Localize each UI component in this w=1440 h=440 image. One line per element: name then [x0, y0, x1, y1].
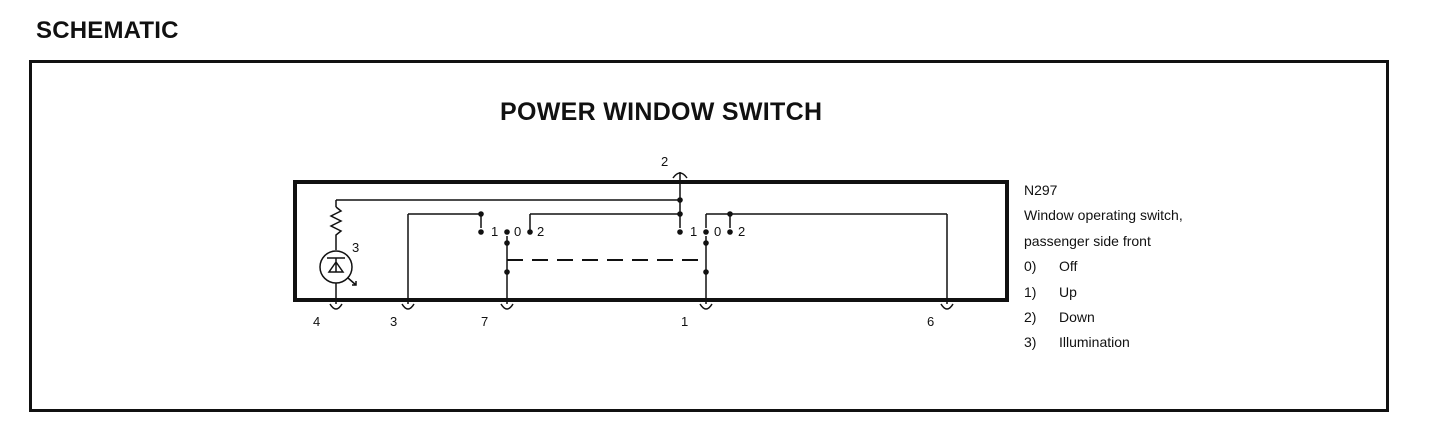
resistor-symbol: [329, 206, 343, 250]
legend-item: 2)Down: [1024, 309, 1095, 326]
legend-item: 3)Illumination: [1024, 334, 1130, 351]
legend-item: 0)Off: [1024, 258, 1078, 275]
diagram-frame: [29, 60, 1389, 412]
legend-description-1: Window operating switch,: [1024, 207, 1183, 224]
switch-left-pos2: 2: [537, 224, 544, 239]
switch-right-contact: [703, 229, 709, 235]
pin-label-1: 1: [681, 314, 688, 329]
pin-label-6: 6: [927, 314, 934, 329]
switch-right-pos1: 1: [690, 224, 697, 239]
switch-left-pos1: 1: [491, 224, 498, 239]
switch-right-pos2: 2: [738, 224, 745, 239]
legend-description-2: passenger side front: [1024, 232, 1151, 249]
section-title: SCHEMATIC: [36, 17, 179, 44]
connector-pin-4: [329, 303, 343, 310]
diagram-title: POWER WINDOW SWITCH: [500, 98, 823, 126]
legend: N297 Window operating switch, passenger …: [1024, 178, 1183, 356]
switch-housing: [293, 180, 1009, 302]
connector-pin-7: [500, 303, 514, 310]
connector-pin-3: [401, 303, 415, 310]
switch-left-contact: [478, 229, 484, 235]
legend-code: N297: [1024, 182, 1058, 198]
legend-item: 1)Up: [1024, 283, 1077, 300]
lamp-label: 3: [352, 240, 359, 255]
pin-label-2: 2: [661, 154, 668, 169]
pin-label-3: 3: [390, 314, 397, 329]
switch-left-pos0: 0: [514, 224, 521, 239]
pin-label-7: 7: [481, 314, 488, 329]
connector-pin-6: [940, 303, 954, 310]
switch-right-pos0: 0: [714, 224, 721, 239]
connector-pin-1: [699, 303, 713, 310]
pin-label-4: 4: [313, 314, 320, 329]
